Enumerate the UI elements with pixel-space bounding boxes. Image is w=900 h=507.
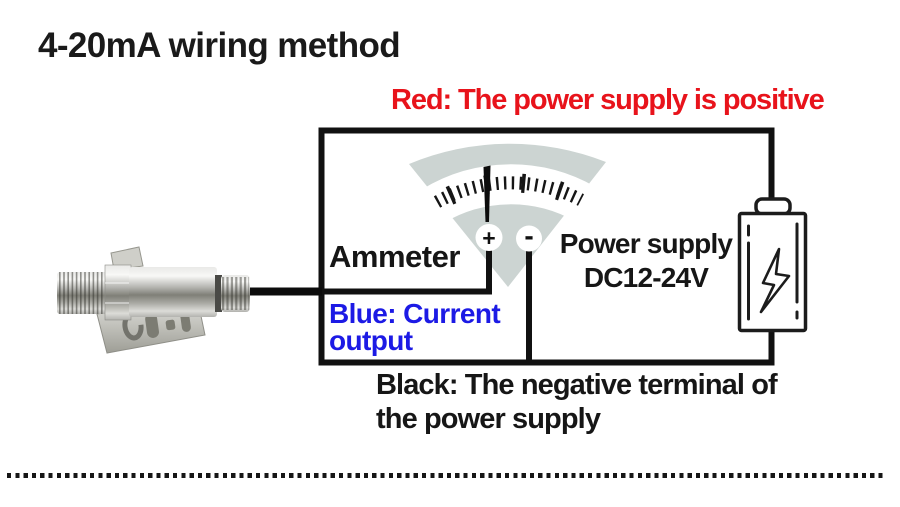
bracket-top-tab — [110, 246, 144, 271]
bracket-slot-pill — [145, 313, 159, 338]
black-wire-line2: the power supply — [376, 403, 601, 435]
ammeter-label: Ammeter — [329, 239, 460, 274]
plus-terminal: + — [475, 224, 503, 251]
minus-terminal: - — [516, 220, 542, 252]
blue-wire-line1: Blue: Current — [329, 298, 501, 329]
power-supply-line2: DC12-24V — [583, 262, 709, 293]
gauge-needle — [483, 165, 491, 222]
lightning-bolt-icon — [759, 247, 791, 314]
power-supply-label: Power supply DC12-24V — [545, 227, 747, 295]
sensor-threaded-barrel — [57, 272, 109, 314]
bracket-slot-dot — [165, 319, 176, 331]
battery-body — [737, 211, 808, 333]
plus-terminal-label: + — [482, 225, 495, 251]
blue-output-wire — [324, 246, 492, 295]
sensor-body — [129, 267, 217, 317]
sensor-ring — [215, 275, 222, 312]
sensor-hex-nut — [104, 264, 132, 321]
nut-facets — [105, 282, 131, 304]
black-wire-label: Black: The negative terminal of the powe… — [376, 368, 778, 436]
black-wire-line1: Black: The negative terminal of — [376, 369, 778, 401]
battery-icon — [737, 197, 808, 333]
red-wire-label: Red: The power supply is positive — [391, 84, 825, 116]
minus-terminal-label: - — [524, 220, 533, 251]
blue-wire-label: Blue: Current output — [329, 298, 501, 356]
power-supply-line1: Power supply — [559, 228, 733, 259]
page-title: 4-20mA wiring method — [38, 26, 401, 65]
blue-wire-line2: output — [329, 325, 413, 356]
dotted-line-divider — [7, 473, 885, 478]
sensor-cable-gland — [221, 275, 250, 312]
infrared-sensor-image — [57, 246, 322, 354]
ammeter-gauge-icon — [409, 143, 606, 287]
